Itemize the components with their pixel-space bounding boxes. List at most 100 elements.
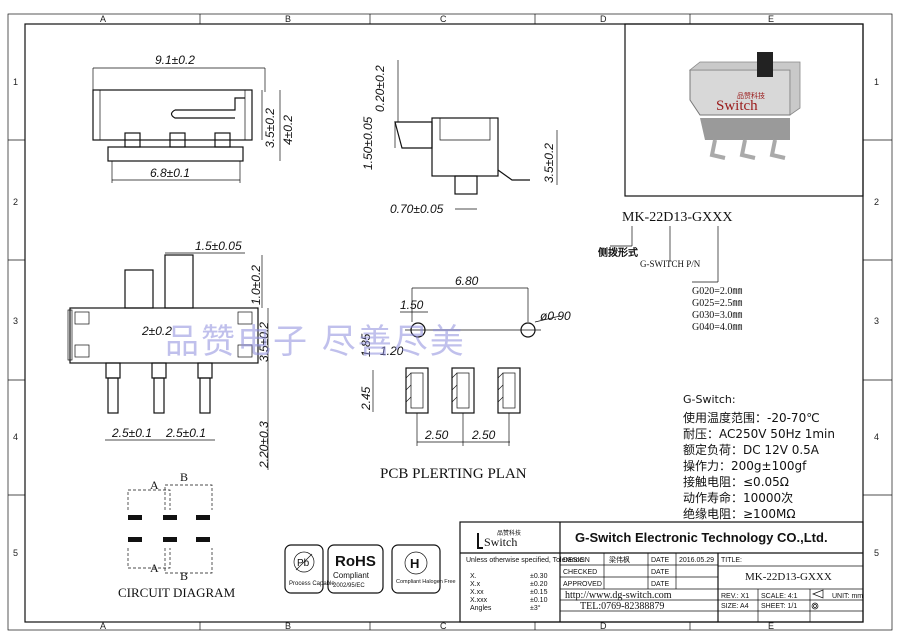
- circuit-a-top: A: [150, 478, 159, 492]
- dim-lever-h: 1.0±0.2: [249, 265, 263, 305]
- circuit-diagram: A B A B CIRCUIT DIAGRAM: [118, 470, 236, 600]
- website: http://www.dg-switch.com: [565, 590, 672, 601]
- watermark: 品赞电子 尽善尽美: [165, 322, 466, 362]
- spec-line: 动作寿命：10000次: [683, 491, 794, 505]
- cert-rohs-dir: 2002/95/EC: [333, 583, 365, 589]
- front-view: 1.5±0.05 2±0.2 2.5±0.1 2.5±0.1 1.0±0.2 3…: [67, 239, 271, 470]
- svg-text:DATE: DATE: [651, 569, 669, 576]
- tol-head: Unless otherwise specified, Tolerance:: [466, 557, 585, 564]
- top-view: 9.1±0.2 6.8±0.1 3.5±0.2 4±0.2: [92, 53, 295, 183]
- dim-travel: 2±0.2: [141, 324, 172, 338]
- col-label: E: [768, 621, 774, 631]
- code-item: G030=3.0㎜: [692, 310, 743, 321]
- row-label: 5: [874, 548, 879, 558]
- svg-text:APPROVED: APPROVED: [563, 581, 602, 588]
- svg-text:X.: X.: [470, 573, 477, 580]
- spec-line: 使用温度范围：-20-70℃: [683, 411, 820, 425]
- dim-side-height: 3.5±0.2: [542, 143, 556, 183]
- pcb-plan: 6.80 1.50 ø0.90 1.20 1.85 2.45 2.50 2.5: [359, 274, 571, 482]
- side-view: 0.20±0.2 1.50±0.05 3.5±0.2 0.70±0.05: [361, 60, 558, 216]
- dim-pcb-pitch2: 2.50: [471, 428, 496, 442]
- title-value: MK-22D13-GXXX: [745, 571, 832, 583]
- tb-logo-text: Switch: [484, 535, 517, 549]
- row-label: 1: [874, 77, 879, 87]
- row-label: 3: [874, 316, 879, 326]
- spec-line: 额定负荷：DC 12V 0.5A: [683, 443, 820, 457]
- svg-text:±3°: ±3°: [530, 604, 541, 612]
- cert-rohs: RoHS: [335, 553, 376, 570]
- svg-text:X.xxx: X.xxx: [470, 597, 488, 604]
- col-label: B: [285, 14, 291, 24]
- circuit-title: CIRCUIT DIAGRAM: [118, 585, 236, 600]
- svg-text:±0.30: ±0.30: [530, 573, 548, 580]
- dim-pcb-off: 1.50: [400, 298, 424, 312]
- dim-pcb-hole: ø0.90: [540, 309, 571, 323]
- svg-text:梁伟枫: 梁伟枫: [609, 555, 630, 564]
- svg-text:Pb: Pb: [297, 558, 310, 569]
- cert-hf: Compliant Halogen Free: [396, 579, 456, 585]
- photo-brand-cn: 品赞科技: [737, 91, 765, 100]
- col-label: A: [100, 14, 106, 24]
- type-cn: 侧拨形式: [598, 248, 638, 259]
- dim-h2: 4±0.2: [281, 115, 295, 145]
- code-item: G025=2.5㎜: [692, 298, 743, 309]
- dim-side-lever: 1.50±0.05: [361, 116, 375, 170]
- dim-pcb-pad-h: 2.45: [359, 386, 373, 411]
- svg-text:DATE: DATE: [651, 581, 669, 588]
- code-item: G020=2.0㎜: [692, 286, 743, 297]
- svg-text:X.x: X.x: [470, 581, 481, 588]
- svg-text:X.xx: X.xx: [470, 589, 484, 596]
- circuit-a-bot: A: [150, 561, 159, 575]
- cert-rohs-sub: Compliant: [333, 571, 370, 580]
- row-label: 3: [13, 316, 18, 326]
- dim-side-pin: 0.70±0.05: [390, 202, 444, 216]
- dim-h1: 3.5±0.2: [263, 108, 277, 148]
- svg-text:SIZE: A4: SIZE: A4: [721, 603, 749, 610]
- svg-text:UNIT: mm: UNIT: mm: [832, 593, 863, 600]
- spec-line: 操作力：200g±100gf: [683, 459, 807, 473]
- title-block: Switch 品赞科技 G-Switch Electronic Technolo…: [459, 521, 864, 623]
- svg-text:CHECKED: CHECKED: [563, 569, 597, 576]
- svg-text:TITLE:: TITLE:: [721, 557, 742, 564]
- photo-brand: Switch: [716, 98, 758, 114]
- row-label: 5: [13, 548, 18, 558]
- pn-label: G-SWITCH P/N: [640, 259, 701, 269]
- dim-pcb-span: 6.80: [455, 274, 479, 288]
- svg-text:DESIGN: DESIGN: [563, 557, 590, 564]
- col-label: D: [600, 14, 607, 24]
- dim-width: 9.1±0.2: [155, 53, 195, 67]
- dim-side-top: 0.20±0.2: [373, 65, 387, 112]
- part-number: MK-22D13-GXXX: [622, 210, 733, 225]
- svg-text:H: H: [410, 556, 419, 571]
- tel: TEL:0769-82388879: [580, 601, 664, 612]
- dim-pins: 6.8±0.1: [150, 166, 190, 180]
- svg-text:Angles: Angles: [470, 605, 492, 612]
- cert-pb: Process Capable: [289, 581, 335, 587]
- code-item: G040=4.0㎜: [692, 322, 743, 333]
- dim-body-h: 3.5±0.2: [257, 322, 271, 362]
- col-label: A: [100, 621, 106, 631]
- frame-labels: A B C D E A B C D E 1 2 3 4 5 1 2 3 4 5: [13, 14, 879, 631]
- col-label: C: [440, 14, 447, 24]
- col-label: C: [440, 621, 447, 631]
- circuit-b-top: B: [180, 470, 188, 484]
- col-label: D: [600, 621, 607, 631]
- dim-pcb-w1: 1.20: [380, 344, 404, 358]
- svg-text:±0.10: ±0.10: [530, 597, 548, 604]
- circuit-b-bot: B: [180, 569, 188, 583]
- col-label: E: [768, 14, 774, 24]
- cert-logos: Pb Process Capable RoHS Compliant 2002/9…: [284, 544, 456, 594]
- product-photo: Switch 品赞科技: [624, 23, 864, 197]
- svg-text:REV.: X1: REV.: X1: [721, 593, 749, 600]
- spec-line: 接触电阻：≤0.05Ω: [683, 475, 789, 489]
- svg-text:2016.05.29: 2016.05.29: [679, 557, 714, 564]
- drawing-border: [24, 23, 864, 623]
- dim-pitch2: 2.5±0.1: [165, 426, 206, 440]
- svg-text:DATE: DATE: [651, 557, 669, 564]
- pcb-title: PCB PLERTING PLAN: [380, 466, 527, 482]
- tb-logo-cn: 品赞科技: [497, 529, 521, 537]
- row-label: 4: [874, 432, 879, 442]
- dim-lever-w: 1.5±0.05: [195, 239, 242, 253]
- svg-text:±0.15: ±0.15: [530, 589, 548, 596]
